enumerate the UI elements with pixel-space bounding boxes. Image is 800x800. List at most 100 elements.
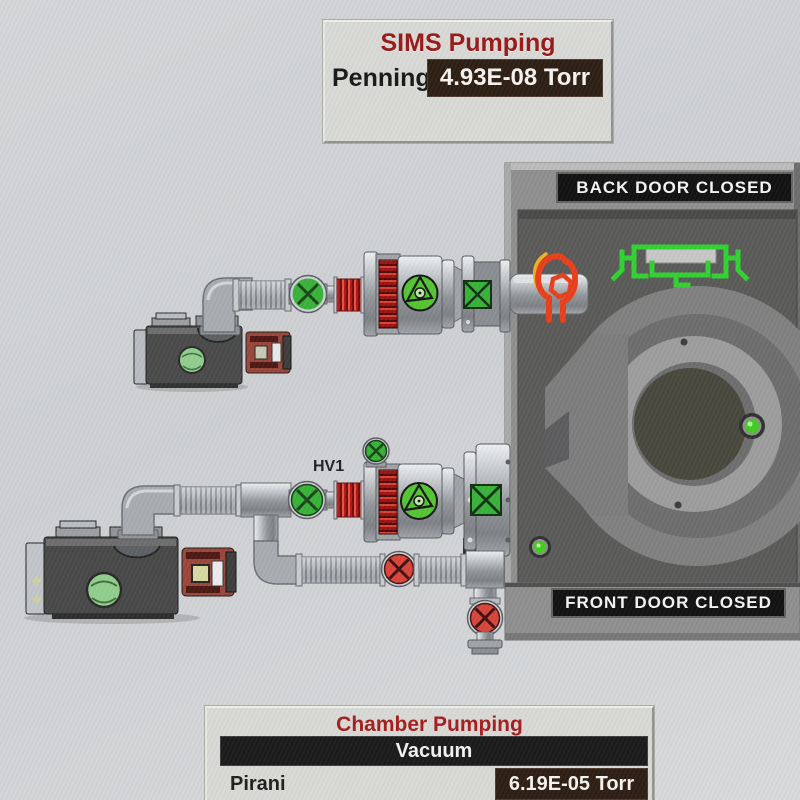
pump-indicator-detail xyxy=(90,580,118,604)
bolt xyxy=(467,537,473,543)
pirani-gauge-label: Pirani xyxy=(230,773,286,795)
ion-source-ring xyxy=(548,272,574,300)
sample-stage-left-hook xyxy=(610,249,635,282)
sims-turbo-pump[interactable] xyxy=(363,251,455,337)
door-center-opening xyxy=(634,368,746,480)
roughing-valve[interactable] xyxy=(380,550,418,588)
pump-indicator-detail xyxy=(181,352,203,371)
sims-pumping-panel: SIMS Pumping Penning 4.93E-08 Torr xyxy=(323,20,613,143)
door-led-right xyxy=(739,413,765,439)
valve-x-mark xyxy=(474,607,496,629)
sims-backing-pump[interactable] xyxy=(133,312,292,392)
valve-x-mark xyxy=(296,282,320,306)
pump-motor xyxy=(181,547,237,597)
pump-base xyxy=(52,614,174,619)
sample-stage-bracket xyxy=(649,260,711,288)
back-door-status-banner: BACK DOOR CLOSED xyxy=(556,172,793,203)
chamber-turbo-pump[interactable] xyxy=(363,461,455,543)
chamber-backing-pump[interactable] xyxy=(24,520,237,624)
front-door-strip-bottom xyxy=(505,633,800,640)
vacuum-section-header: Vacuum xyxy=(221,737,647,765)
ion-source-right-arm xyxy=(560,258,579,323)
pipe-highlight xyxy=(514,279,580,283)
chamber-pump-line xyxy=(117,437,511,557)
vent-stub xyxy=(476,631,494,641)
hose-collar xyxy=(295,553,303,587)
pump-motor xyxy=(245,331,292,374)
sample-stage-icon xyxy=(610,244,750,288)
turbo-right-flange xyxy=(441,467,455,535)
pump-clamp xyxy=(113,545,161,559)
heated-bellows xyxy=(336,482,362,518)
penning-gauge-label: Penning xyxy=(332,64,431,92)
chamber-frame-highlight xyxy=(505,163,800,170)
elbow-highlight xyxy=(206,281,250,301)
sims-pump-line xyxy=(199,251,589,337)
valve-x-mark xyxy=(388,558,410,580)
pump-status-indicator xyxy=(85,571,123,609)
pump-vent-lip xyxy=(155,312,187,320)
bolt xyxy=(467,459,473,465)
vent-valve[interactable] xyxy=(466,599,504,637)
tee-down-stub xyxy=(253,514,279,544)
turbo-right-flange xyxy=(441,259,455,329)
valve-x-mark xyxy=(368,443,384,459)
bellows-hose-shade xyxy=(239,281,285,309)
pump-vent-lip xyxy=(59,520,97,529)
chamber-door-graphic xyxy=(545,286,800,566)
ion-source-icon xyxy=(532,252,579,323)
sims-gate-valve[interactable] xyxy=(461,255,511,333)
bolt xyxy=(505,459,511,465)
gate-valve-x-mark xyxy=(463,280,492,309)
elbow-highlight xyxy=(125,489,174,509)
bolt xyxy=(466,264,470,268)
door-hinge-bracket xyxy=(545,334,628,516)
tee-junction xyxy=(240,482,292,518)
chamber-interior-shadow xyxy=(519,211,796,219)
turbo-rotor-dot xyxy=(417,499,421,503)
turbo-rotor-dot xyxy=(418,291,422,295)
turbo-fins xyxy=(378,259,398,329)
hose-collar xyxy=(235,484,242,517)
ion-source-left-arm xyxy=(534,253,569,323)
bellows-hose-shade xyxy=(302,557,380,583)
pirani-gauge-readout: 6.19E-05 Torr xyxy=(495,768,648,800)
front-door-status-banner: FRONT DOOR CLOSED xyxy=(551,588,786,618)
pump-body-highlight xyxy=(148,328,240,334)
penning-gauge-readout: 4.93E-08 Torr xyxy=(427,59,603,97)
sims-foreline-valve[interactable] xyxy=(288,274,328,314)
vent-base xyxy=(471,647,499,655)
tee-junction xyxy=(465,550,505,589)
hose-collar xyxy=(413,553,420,587)
vent-flange xyxy=(467,639,503,649)
gate-valve-x-mark xyxy=(470,484,502,516)
hv1-gate-valve[interactable] xyxy=(463,443,511,557)
front-door-strip-shadow xyxy=(505,583,800,587)
elbow-pipe xyxy=(121,485,177,536)
vacuum-chamber xyxy=(463,162,800,641)
pump-plus-marks xyxy=(32,576,41,604)
chamber-foreline-valve[interactable] xyxy=(287,480,328,520)
hose-collar xyxy=(173,484,181,517)
hv1-valve-label: HV1 xyxy=(313,458,345,475)
turbo-rotor-triangle xyxy=(405,274,434,303)
bolt xyxy=(466,320,470,324)
hose-collar xyxy=(232,278,240,312)
pump-body-highlight xyxy=(46,539,176,546)
elbow-pipe xyxy=(253,540,299,585)
sample-stage-right-hook xyxy=(725,249,750,282)
bellows-hose-shade xyxy=(419,557,461,583)
bolt xyxy=(505,537,511,543)
hose-collar xyxy=(460,553,467,587)
roughing-line xyxy=(253,540,505,655)
turbo-vent-valve[interactable] xyxy=(362,437,390,468)
heated-bellows xyxy=(336,278,362,312)
bellows-hose-shade xyxy=(180,487,236,514)
door-bolt-bottom xyxy=(674,501,682,509)
turbo-rotor-triangle xyxy=(402,482,434,512)
door-hinge-notch xyxy=(545,411,569,468)
chamber-panel-title: Chamber Pumping xyxy=(336,713,523,736)
door-led-bottom-left xyxy=(529,536,551,558)
valve-x-mark xyxy=(295,488,319,512)
